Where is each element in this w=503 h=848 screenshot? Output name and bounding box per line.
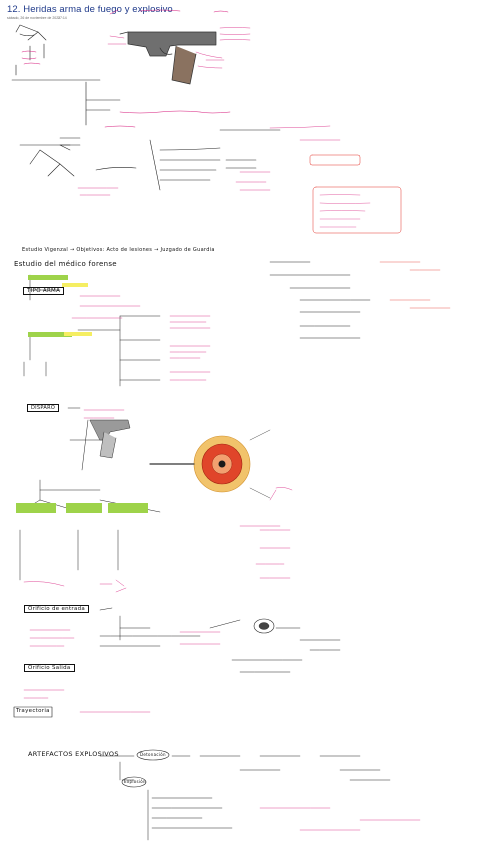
orificio-salida-heading: Orificio Salida [24, 664, 75, 672]
highlight-yellow [64, 332, 92, 336]
highlight-yellow [62, 283, 88, 287]
page-date: sábado, 26 de noviembre de 2022 [7, 16, 61, 20]
highlight-green [28, 275, 68, 280]
highlight-green [108, 503, 148, 513]
orificio-entrada-heading: Orificio de entrada [24, 605, 90, 613]
page-time: 17:14 [58, 16, 67, 20]
explosivos-heading: ARTEFACTOS EXPLOSIVOS [28, 750, 119, 758]
tipo-arma-heading: TIPO ARMA [23, 287, 65, 295]
highlight-green [28, 332, 72, 337]
disparo-heading: DISPARO [27, 404, 60, 412]
pistol-drawing [119, 31, 217, 85]
trayectoria-heading: Trayectoria [16, 708, 50, 714]
page-title: 12. Heridas arma de fuego y explosivo [7, 4, 173, 15]
revolver-drawing [89, 419, 131, 459]
explosion-label: Explosión [124, 779, 146, 784]
estudio-vigenzal-heading: Estudio Vigenzal → Objetivos: Acto de le… [22, 247, 215, 253]
highlight-green [16, 503, 56, 513]
wound-target-diagram [149, 429, 271, 499]
highlight-green [66, 503, 102, 513]
medico-forense-heading: Estudio del médico forense [14, 260, 117, 268]
detonacion-label: Detonación [140, 752, 166, 757]
